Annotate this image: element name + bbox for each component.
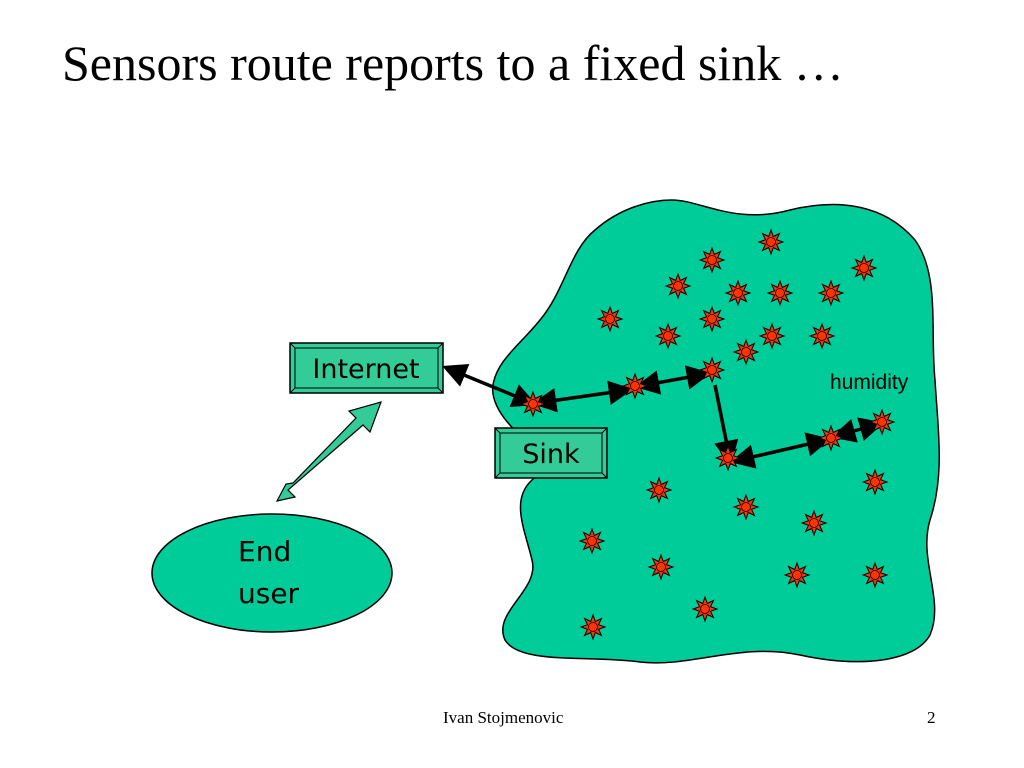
arrow-relay3-relay4: [729, 432, 832, 469]
footer-author: Ivan Stojmenovic: [443, 708, 564, 727]
sensor-node: [698, 246, 726, 274]
internet-enduser-block-arrow: [275, 401, 382, 502]
page-number: 2: [927, 708, 936, 727]
sensor-node: [645, 476, 673, 504]
sensor-node: [850, 254, 878, 282]
sensor-node: [698, 305, 726, 333]
sensor-node: [868, 408, 896, 436]
humidity-label: humidity: [830, 371, 909, 394]
sensor-node: [579, 613, 607, 641]
sensor-node: [578, 527, 606, 555]
sensor-node: [783, 561, 811, 589]
sensor-node: [861, 561, 889, 589]
arrow-sink-relay1: [531, 380, 634, 413]
sensor-node: [664, 272, 692, 300]
sensor-nodes: [519, 228, 896, 641]
sensor-node: [766, 279, 794, 307]
sensor-node: [714, 444, 742, 472]
sensor-node: [800, 509, 828, 537]
sink-label: Sink: [522, 439, 580, 470]
arrow-relay1-relay2: [634, 365, 712, 395]
sensor-node: [647, 553, 675, 581]
end-user-label-line2: user: [238, 577, 300, 610]
internet-label: Internet: [312, 354, 419, 385]
sensor-node: [758, 322, 786, 350]
sensor-node: [808, 322, 836, 350]
sensor-node: [732, 493, 760, 521]
sensor-node: [519, 390, 547, 418]
sensor-node: [817, 279, 845, 307]
sensor-node: [757, 228, 785, 256]
sink-box: Sink: [494, 427, 608, 479]
sensor-node: [724, 279, 752, 307]
arrow-internet-sink: [442, 364, 537, 407]
sensor-node: [596, 305, 624, 333]
sensor-node: [654, 322, 682, 350]
arrow-relay4-humidity-sensor: [830, 417, 885, 443]
internet-box: Internet: [289, 342, 444, 394]
sensor-node: [861, 468, 889, 496]
slide-title: Sensors route reports to a fixed sink …: [62, 35, 844, 91]
end-user-node: End user: [151, 513, 393, 633]
sensor-node: [817, 424, 845, 452]
end-user-label-line1: End: [238, 535, 291, 568]
sensor-node: [698, 356, 726, 384]
routing-arrows: [442, 364, 885, 469]
sensor-node: [691, 595, 719, 623]
sensor-node: [732, 338, 760, 366]
sensor-node: [621, 372, 649, 400]
